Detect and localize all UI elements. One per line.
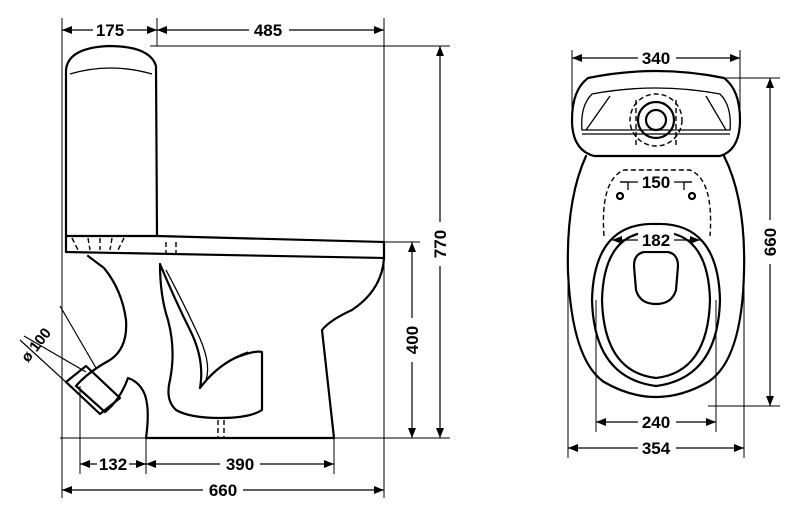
side-trapway-inner — [165, 269, 249, 381]
top-tank-inner — [581, 87, 731, 131]
top-view: 340 660 150 182 240 354 — [566, 47, 782, 459]
top-bowl-outer — [566, 154, 746, 398]
dim-side-base-length: 390 — [226, 455, 254, 474]
dim-top-fixing-spacing: 150 — [642, 173, 670, 192]
side-bowl-rim — [64, 234, 386, 260]
side-trapway — [158, 262, 264, 420]
flush-button — [636, 100, 676, 140]
side-bowl-body — [74, 254, 386, 440]
dim-side-outlet-diameter: ø 100 — [18, 325, 55, 366]
dim-side-tank-depth: 175 — [96, 21, 124, 40]
dim-side-seat-height: 400 — [403, 326, 422, 354]
side-inlet-hidden — [71, 237, 125, 251]
side-tank — [64, 44, 159, 238]
side-tank-lid-line — [69, 67, 153, 75]
dim-top-total-width: 354 — [642, 439, 671, 458]
side-view: 175 485 770 400 ø 100 132 390 — [18, 18, 452, 501]
dim-side-outlet-offset: 132 — [99, 455, 127, 474]
dim-top-base-width: 240 — [642, 413, 670, 432]
dim-top-tank-width: 340 — [642, 49, 670, 68]
top-bowl-opening — [632, 250, 680, 306]
side-outlet-pipe — [64, 364, 122, 416]
dim-top-inlet-width: 182 — [642, 231, 670, 250]
top-seat-inner — [600, 230, 712, 380]
dim-side-total-height: 770 — [431, 230, 450, 258]
top-seat-outer — [590, 222, 722, 388]
dim-side-total-length: 660 — [209, 481, 237, 500]
top-tank-footprint — [602, 169, 712, 237]
dim-side-bowl-length: 485 — [254, 21, 282, 40]
flush-button-inner — [644, 108, 668, 132]
dim-top-total-length: 660 — [761, 228, 780, 256]
